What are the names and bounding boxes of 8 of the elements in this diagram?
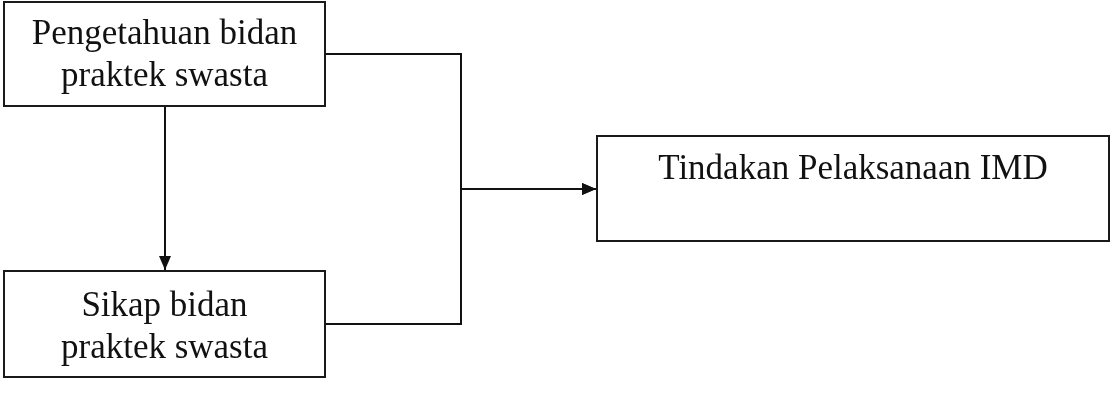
box-label: Pengetahuan bidan praktek swasta [30,12,299,96]
process-box [3,1,326,107]
arrow [325,183,597,325]
arrow [159,106,171,271]
process-box [596,135,1110,242]
box-label: Sikap bidan praktek swasta [60,284,269,368]
process-box [3,270,326,378]
box-label: Tindakan Pelaksanaan IMD [658,147,1048,189]
